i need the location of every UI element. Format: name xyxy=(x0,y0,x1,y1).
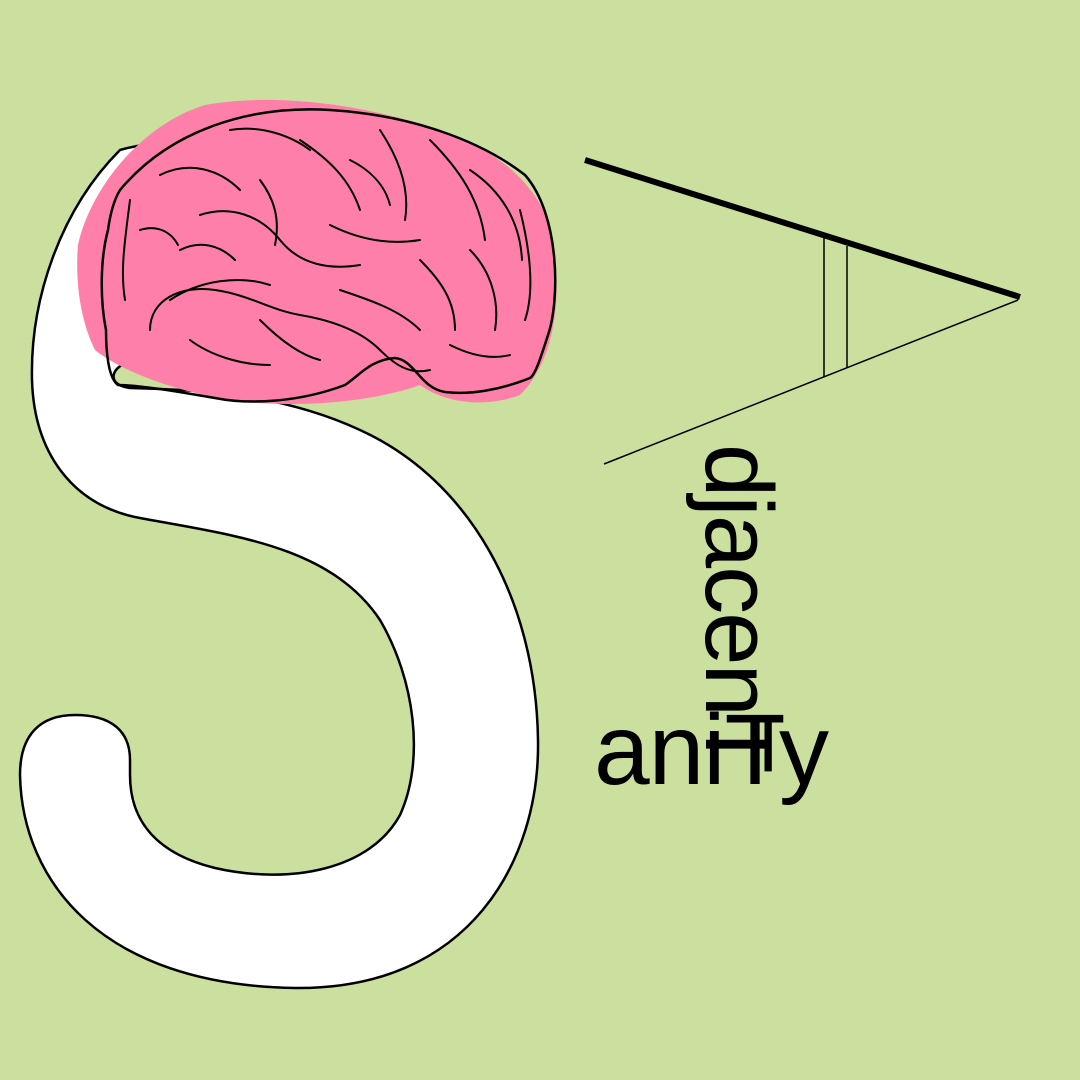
brain-folds xyxy=(121,127,532,373)
angle-arm-top xyxy=(584,157,1021,300)
brain-outline xyxy=(100,108,557,403)
brain-shadow xyxy=(77,99,557,405)
angle-symbol xyxy=(584,157,1021,465)
word-sanity: aniTy xyxy=(594,694,829,806)
word-adjacent-vertical: djacenT xyxy=(685,444,792,772)
brain-icon xyxy=(77,99,557,405)
angle-arm-bottom xyxy=(603,299,1019,465)
